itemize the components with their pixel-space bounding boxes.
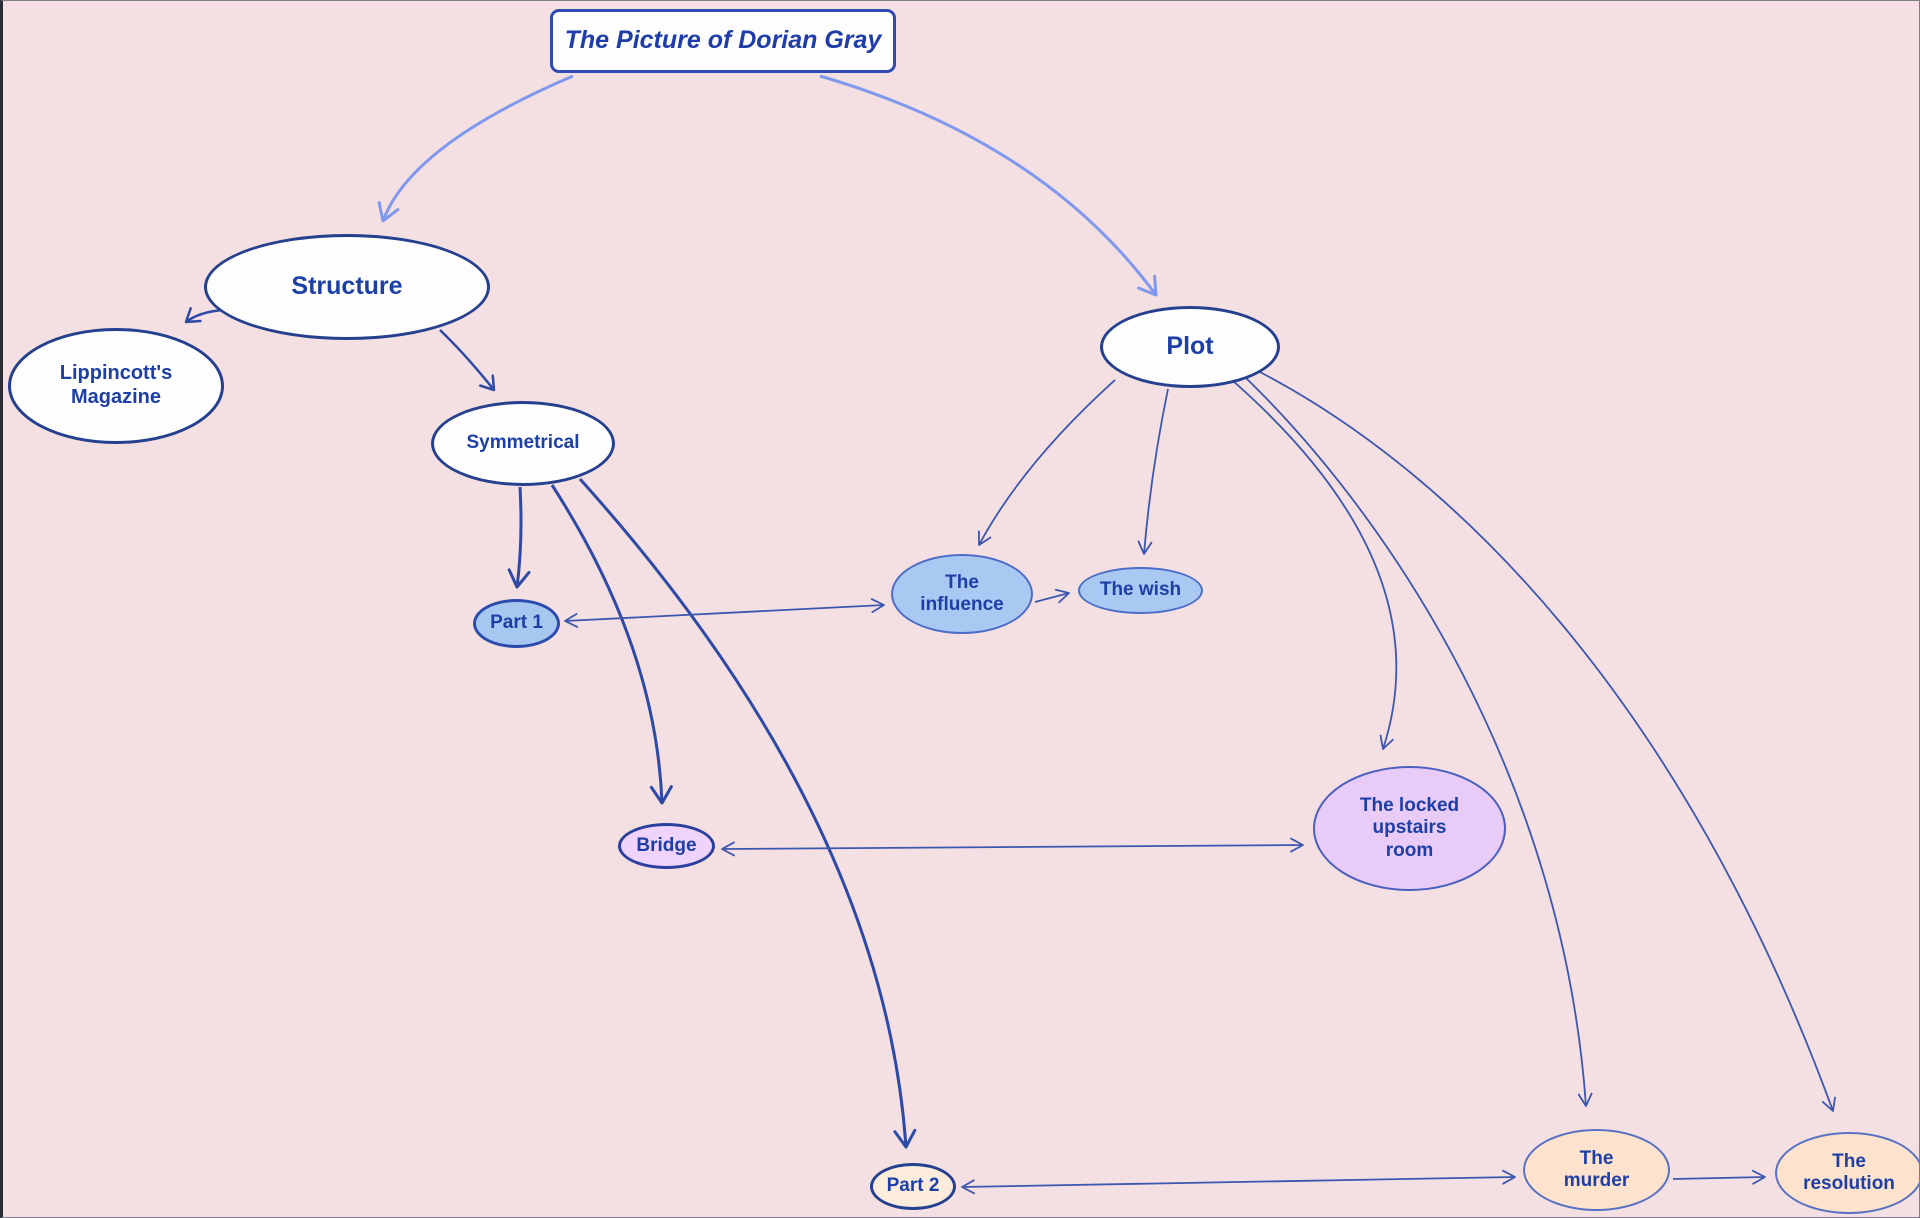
node-locked-upstairs-room[interactable]: The locked upstairs room: [1313, 766, 1506, 891]
edge-part1-influence: [564, 598, 885, 628]
edge-symmetrical-part1: [507, 486, 531, 589]
edge-part2-murder: [961, 1169, 1516, 1195]
edge-bridge-locked-room: [721, 837, 1304, 857]
node-the-murder[interactable]: The murder: [1523, 1129, 1670, 1211]
edge-structure-symmetrical: [439, 329, 496, 392]
node-symmetrical[interactable]: Symmetrical: [431, 401, 615, 486]
edge-plot-wish: [1137, 388, 1169, 555]
node-plot[interactable]: Plot: [1100, 306, 1280, 388]
edge-plot-murder: [1245, 377, 1593, 1107]
edge-plot-resolution: [1255, 369, 1836, 1112]
edge-symmetrical-part2: [578, 477, 917, 1149]
node-structure[interactable]: Structure: [204, 234, 490, 340]
edge-title-plot: [819, 74, 1158, 297]
edge-plot-influence: [978, 379, 1116, 546]
node-part-1[interactable]: Part 1: [473, 599, 560, 648]
node-the-wish[interactable]: The wish: [1078, 567, 1203, 614]
edge-title-structure: [377, 74, 574, 223]
edge-influence-wish: [1034, 588, 1070, 604]
node-lippincotts-magazine[interactable]: Lippincott's Magazine: [8, 328, 224, 444]
node-the-influence[interactable]: The influence: [891, 554, 1033, 634]
node-part-2[interactable]: Part 2: [870, 1163, 956, 1210]
edge-structure-lippincotts: [184, 307, 224, 324]
edge-murder-resolution: [1672, 1169, 1766, 1185]
edge-layer: [184, 74, 1836, 1195]
edge-symmetrical-bridge: [550, 484, 673, 805]
node-bridge[interactable]: Bridge: [618, 823, 715, 869]
edge-plot-locked-room: [1232, 380, 1398, 750]
node-the-resolution[interactable]: The resolution: [1775, 1132, 1919, 1214]
node-root-title[interactable]: The Picture of Dorian Gray: [550, 9, 896, 73]
